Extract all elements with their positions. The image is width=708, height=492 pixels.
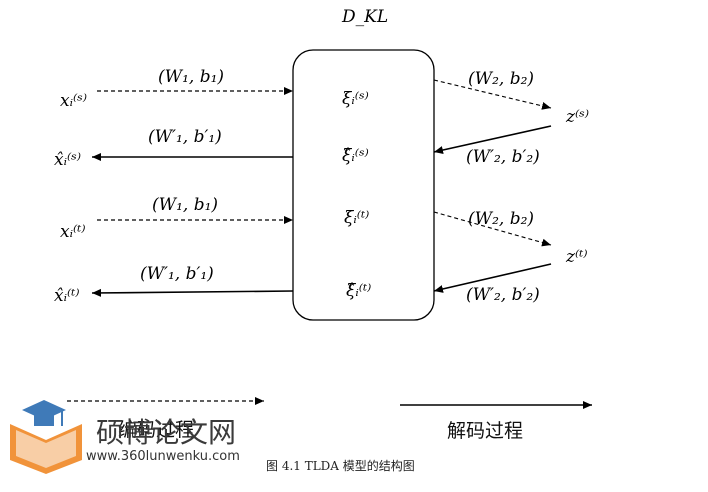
encode-arrow-right-source: [433, 79, 552, 110]
legend-decoding-label: 解码过程: [447, 420, 523, 442]
reconstruction-target: x̂ᵢ⁽ᵗ⁾: [54, 286, 80, 306]
output-target: z⁽ᵗ⁾: [565, 247, 588, 267]
decoder-label-right-top: (W′₂, b′₂): [466, 147, 540, 167]
encoder-label-right-top: (W₂, b₂): [468, 69, 534, 89]
decode-arrow-right-source: [433, 125, 552, 154]
encode-arrow-right-target: [433, 211, 552, 247]
output-source: z⁽ˢ⁾: [565, 107, 589, 127]
watermark-name: 硕博论文网: [96, 416, 236, 449]
encoder-label-right-bottom: (W₂, b₂): [468, 209, 534, 229]
xi-target: ξᵢ⁽ᵗ⁾: [344, 208, 369, 228]
decode-arrow-right-target: [433, 263, 552, 293]
input-source: xᵢ⁽ˢ⁾: [60, 91, 87, 111]
watermark-url: www.360lunwenku.com: [86, 449, 240, 464]
decoder-label-bottom: (W′₁, b′₁): [140, 264, 214, 284]
latent-box: [292, 49, 435, 321]
legend-encoding-label: 编码过程: [118, 419, 194, 441]
xi-hat-source: ξ̂ᵢ⁽ˢ⁾: [342, 146, 369, 166]
reconstruction-source: x̂ᵢ⁽ˢ⁾: [54, 150, 81, 170]
diagram-title: D_KL: [341, 7, 388, 27]
input-target: xᵢ⁽ᵗ⁾: [60, 222, 86, 242]
xi-hat-target: ξ̂ᵢ⁽ᵗ⁾: [346, 281, 371, 301]
xi-source: ξᵢ⁽ˢ⁾: [342, 89, 369, 109]
encoder-label-bottom: (W₁, b₁): [152, 195, 218, 215]
watermark-logo: [10, 400, 82, 474]
figure-caption: 图 4.1 TLDA 模型的结构图: [266, 458, 415, 473]
decode-arrow-target: [91, 288, 294, 297]
decoder-label-top: (W′₁, b′₁): [148, 127, 222, 147]
decoder-label-right-bottom: (W′₂, b′₂): [466, 285, 540, 305]
encoder-label-top: (W₁, b₁): [158, 67, 224, 87]
